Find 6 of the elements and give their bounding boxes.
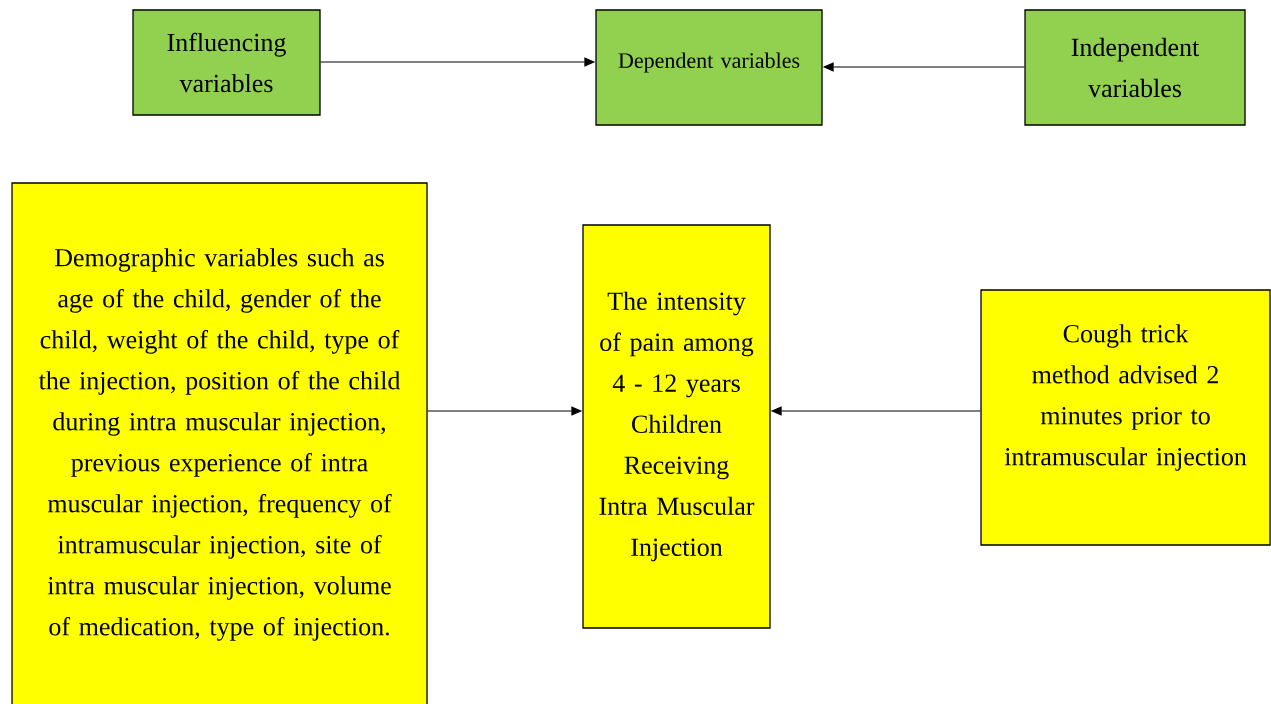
variable-box: Cough trick method advised 2 minutes prior to intramuscular injection xyxy=(980,289,1271,546)
variable-box: Influencing variables xyxy=(132,9,321,116)
variable-box: Demographic variables such as age of the child, gender of the child, weight of the child, type of the injection, position of the child during intra muscular injection, previous experience of intra muscular injection, frequency of intramuscular injection, site of intra muscular injection, volume of medication, type of injection. xyxy=(11,182,428,704)
variable-box: Dependent variables xyxy=(595,9,823,126)
variable-box: Independent variables xyxy=(1024,9,1246,126)
variable-box: The intensity of pain among 4 - 12 years Children Receiving Intra Muscular Injection xyxy=(582,224,771,629)
